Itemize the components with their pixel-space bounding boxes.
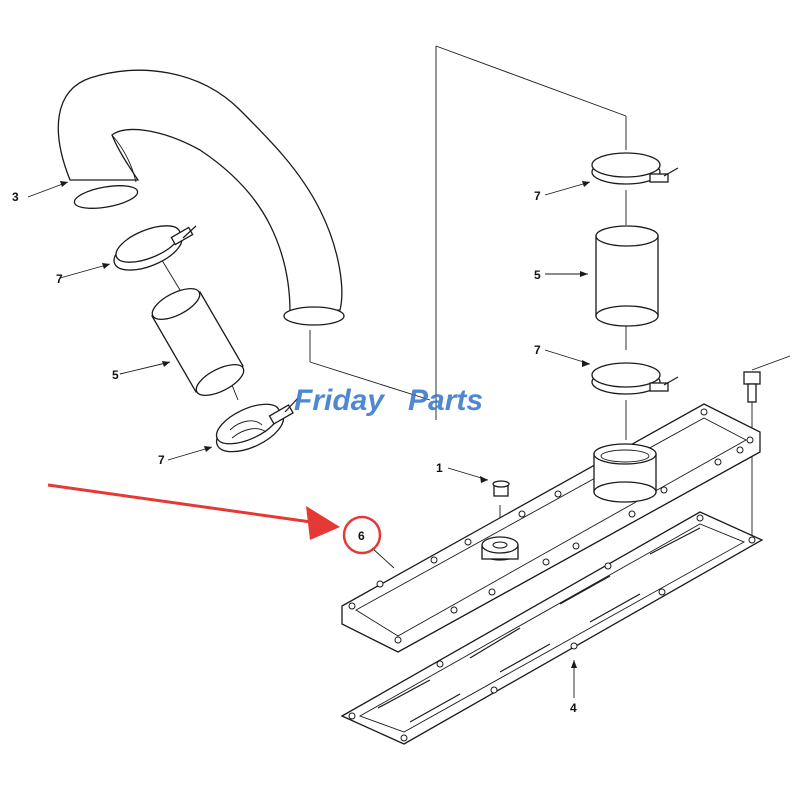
clamp-right-lower xyxy=(544,349,679,395)
watermark-text-friday: Friday xyxy=(294,384,385,417)
cover-plate xyxy=(341,403,761,653)
watermark-text-parts: Parts xyxy=(408,384,483,417)
callout-7-right-lower: 7 xyxy=(534,343,541,357)
highlight-arrow xyxy=(47,483,340,540)
leader-lines xyxy=(27,45,791,540)
callout-1: 1 xyxy=(436,461,443,475)
callout-7-right-upper: 7 xyxy=(534,189,541,203)
callout-4: 4 xyxy=(570,701,577,715)
air-tube xyxy=(57,69,345,326)
clamp-left-upper xyxy=(59,225,197,279)
clamp-right-upper xyxy=(544,152,679,196)
sleeve-right xyxy=(545,225,659,327)
callout-7-left-lower: 7 xyxy=(158,453,165,467)
plug xyxy=(447,467,510,497)
callout-6: 6 xyxy=(358,529,365,543)
callout-3: 3 xyxy=(12,190,19,204)
sleeve-left xyxy=(119,288,245,396)
callout-7-left-upper: 7 xyxy=(56,272,63,286)
bolt xyxy=(743,371,761,403)
gasket xyxy=(340,511,764,745)
clamp-left-lower xyxy=(167,397,299,461)
callout-5-right: 5 xyxy=(534,268,541,282)
highlight-circle xyxy=(342,515,382,555)
watermark-logo: Friday Parts xyxy=(294,384,483,417)
callout-5-left: 5 xyxy=(112,368,119,382)
